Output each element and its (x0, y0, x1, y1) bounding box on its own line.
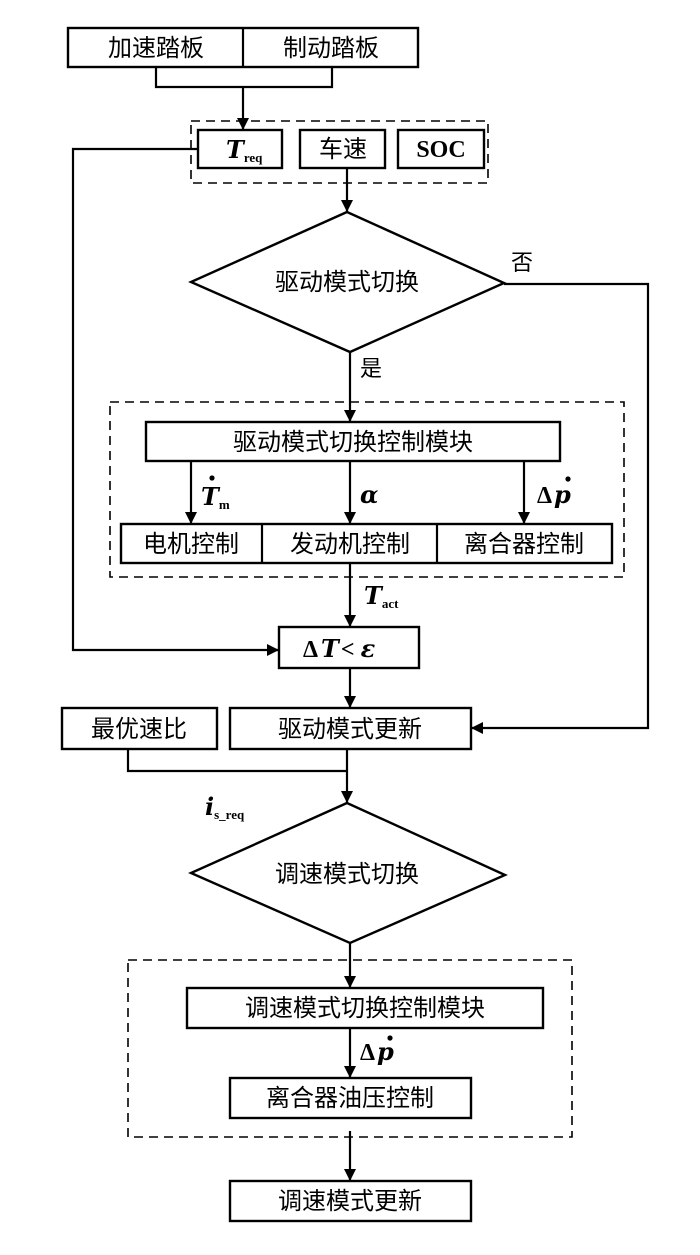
treq-feedback-arrow (71, 147, 279, 656)
speed-mode-update-label: 调速模式更新 (278, 1187, 422, 1215)
speed-module-box (185, 986, 545, 1030)
speed-mode-switch-label: 调速模式切换 (275, 860, 419, 888)
ratio-merge-connector (126, 749, 347, 773)
vehicle-speed-label: 车速 (319, 135, 367, 163)
speed-module-title: 调速模式切换控制模块 (245, 994, 485, 1022)
delta-p-dot-label: Δp (537, 480, 571, 509)
no-label: 否 (511, 251, 533, 276)
is-req-label: is_req (205, 792, 245, 822)
drive-module-title: 驱动模式切换控制模块 (233, 428, 473, 456)
optimal-ratio-box (60, 706, 219, 751)
drive-mode-update-label: 驱动模式更新 (278, 715, 422, 743)
speed-delta-p-dot-label: Δp (360, 1037, 394, 1066)
alpha-label: α (360, 480, 378, 509)
tact-label: Tact (364, 581, 399, 611)
speed-p-dot (387, 1035, 393, 1041)
treq-label: Treq (226, 135, 263, 165)
drive-module-box (144, 420, 562, 463)
no-branch-arrow (471, 282, 650, 734)
engine-control-label: 发动机控制 (290, 530, 410, 558)
clutch-pressure-control-label: 离合器油压控制 (266, 1084, 434, 1112)
speed-mode-update-box (228, 1179, 473, 1223)
soc-box (396, 128, 486, 170)
torque-compare-box (277, 625, 421, 670)
vehicle-speed-box (298, 128, 387, 170)
pedal-merge-connector (154, 67, 334, 89)
clutch-control-label: 离合器控制 (464, 530, 584, 558)
pedal-inputs: 加速踏板 制动踏板 (66, 26, 420, 69)
tm-dot (209, 475, 215, 481)
optimal-ratio-label: 最优速比 (91, 715, 187, 743)
clutch-pressure-control-box (228, 1076, 473, 1120)
brake-pedal-label: 制动踏板 (283, 34, 379, 62)
treq-box (196, 128, 284, 170)
drive-mode-update-box (228, 706, 473, 751)
tm-dot-label: Tm (201, 482, 230, 512)
accel-pedal-label: 加速踏板 (108, 34, 204, 62)
drive-mode-switch-label: 驱动模式切换 (275, 268, 419, 296)
p-dot (565, 476, 571, 482)
control-row (119, 522, 614, 565)
motor-control-label: 电机控制 (143, 530, 239, 558)
drive-control-group (109, 401, 625, 578)
yes-label: 是 (360, 357, 382, 382)
soc-label: SOC (416, 137, 465, 163)
